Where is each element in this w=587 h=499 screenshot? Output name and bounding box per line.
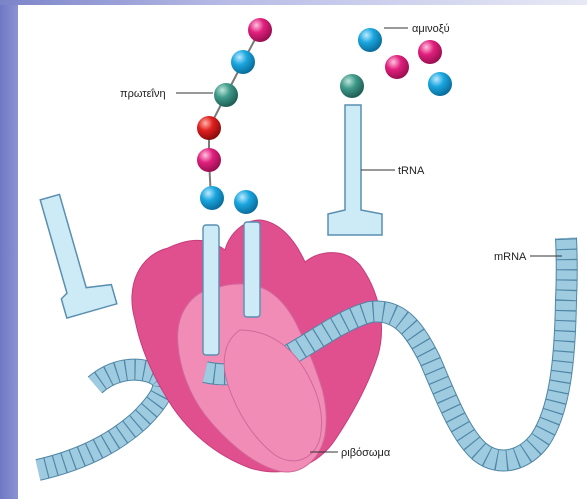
trna-in-ribosome-left	[203, 225, 219, 355]
amino-acid-magenta	[197, 148, 221, 172]
amino-acid-incoming	[234, 190, 258, 214]
label-mrna: mRNA	[494, 251, 527, 263]
amino-acid-teal	[214, 83, 238, 107]
label-protein: πρωτεΐνη	[120, 88, 166, 100]
amino-acid-red	[197, 116, 221, 140]
mrna-strand	[38, 370, 163, 470]
amino-acid-blue-bottom	[200, 186, 224, 210]
trna-amino-acid-teal	[340, 74, 364, 98]
free-amino-acids	[358, 28, 452, 96]
free-trna-right	[328, 74, 382, 235]
label-trna: tRNA	[398, 165, 425, 177]
amino-acid-blue-top	[231, 50, 255, 74]
free-trna-left	[33, 187, 116, 318]
trna-in-ribosome-right	[244, 222, 260, 317]
amino-acid-magenta-top	[248, 18, 272, 42]
protein-chain	[197, 18, 272, 210]
label-ribosome: ριβόσωμα	[341, 447, 391, 459]
label-amino-acid: αμινοξύ	[412, 23, 450, 35]
